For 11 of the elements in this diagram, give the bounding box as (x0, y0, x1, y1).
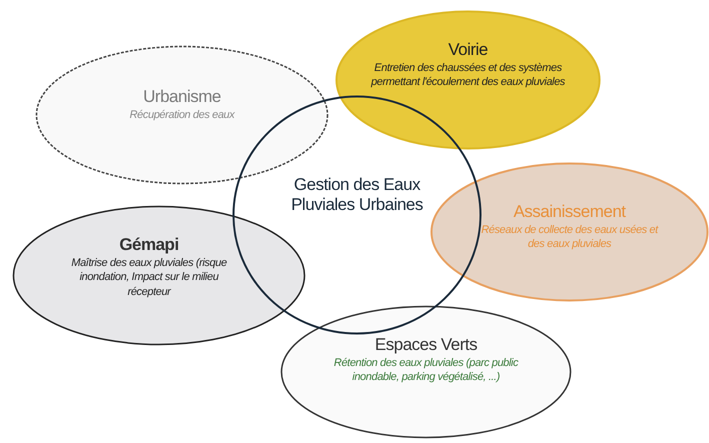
domain-title: Gémapi (118, 235, 180, 255)
domain-description: Entretien des chaussées et des systèmes permettant l'écoulement des eaux pluviales (370, 61, 566, 90)
domain-description: Réseaux de collecte des eaux usées et des eaux pluviales (480, 223, 660, 252)
domain-description: Récupération des eaux (128, 108, 236, 122)
domain-description: Maîtrise des eaux pluviales (risque inondation, Impact sur le milieu récepteur (70, 256, 228, 299)
domain-description: Rétention des eaux pluviales (parc public inondable, parking végétalisé, ...) (332, 356, 520, 385)
central-title: Gestion des Eaux Pluviales Urbaines (290, 175, 424, 215)
domain-title: Espaces Verts (374, 335, 478, 355)
domain-title: Assainissement (512, 202, 627, 222)
domain-title: Urbanisme (142, 87, 222, 107)
domain-title: Voirie (447, 40, 489, 60)
